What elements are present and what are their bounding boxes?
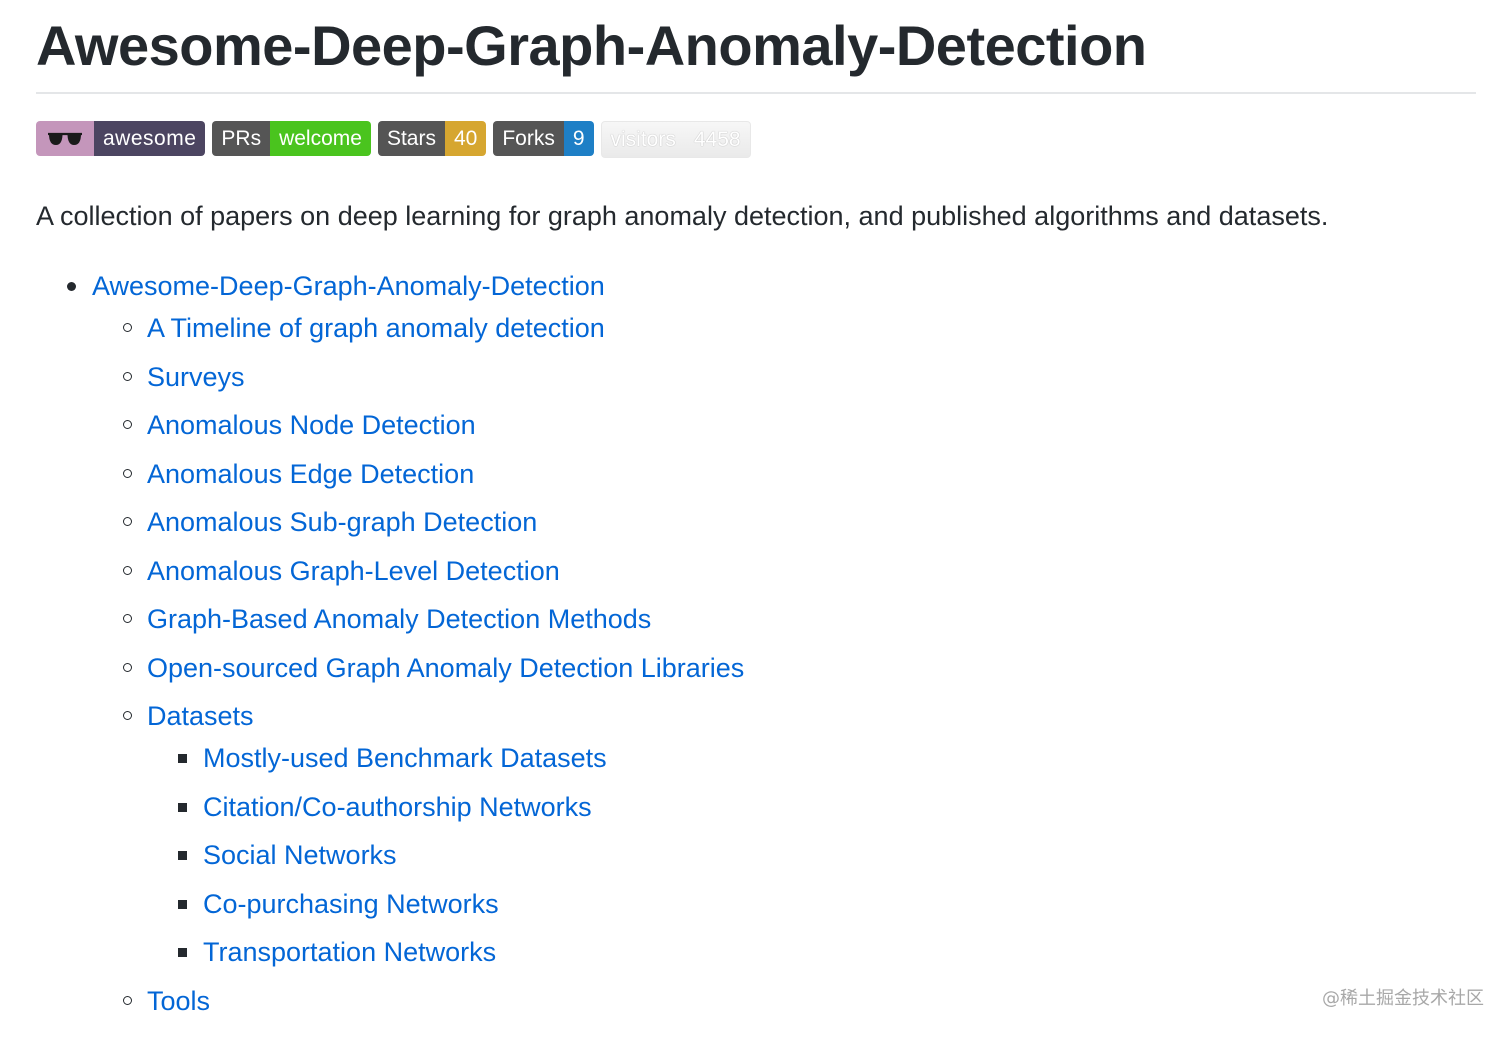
toc-link-graph-level-detection[interactable]: Anomalous Graph-Level Detection xyxy=(147,555,560,586)
page-title: Awesome-Deep-Graph-Anomaly-Detection xyxy=(36,14,1147,77)
toc-link-transportation-networks[interactable]: Transportation Networks xyxy=(203,937,497,967)
list-item: Mostly-used Benchmark Datasets xyxy=(147,737,1476,779)
toc-link-tools[interactable]: Tools xyxy=(147,985,211,1016)
toc-root-item: Awesome-Deep-Graph-Anomaly-Detection A T… xyxy=(36,265,1476,1022)
toc-link-copurchasing-networks[interactable]: Co-purchasing Networks xyxy=(203,888,499,919)
toc-link-edge-detection[interactable]: Anomalous Edge Detection xyxy=(147,458,475,489)
list-item: Open-sourced Graph Anomaly Detection Lib… xyxy=(92,647,1476,689)
toc-link-methods[interactable]: Graph-Based Anomaly Detection Methods xyxy=(147,604,652,634)
list-item: Co-purchasing Networks xyxy=(147,883,1476,925)
toc-link-datasets[interactable]: Datasets xyxy=(147,701,254,731)
toc-link-benchmark-datasets[interactable]: Mostly-used Benchmark Datasets xyxy=(203,743,607,773)
toc-link-subgraph-detection[interactable]: Anomalous Sub-graph Detection xyxy=(147,507,538,537)
visitors-badge-label: visitors xyxy=(610,128,676,151)
toc-link-node-detection[interactable]: Anomalous Node Detection xyxy=(147,410,476,440)
prs-badge-label: PRs xyxy=(212,121,271,156)
forks-badge-label: Forks xyxy=(493,121,564,156)
list-item: Anomalous Graph-Level Detection xyxy=(92,550,1476,592)
toc-link-citation-networks[interactable]: Citation/Co-authorship Networks xyxy=(203,791,592,822)
awesome-badge-label: awesome xyxy=(94,121,206,156)
forks-badge-value: 9 xyxy=(563,121,594,156)
list-item: Anomalous Node Detection xyxy=(92,404,1476,446)
repo-description: A collection of papers on deep learning … xyxy=(36,201,1329,231)
visitors-badge[interactable]: visitors 4458 xyxy=(600,121,751,158)
list-item: Anomalous Edge Detection xyxy=(92,453,1476,495)
list-item: Citation/Co-authorship Networks xyxy=(147,786,1476,828)
toc-link-libraries[interactable]: Open-sourced Graph Anomaly Detection Lib… xyxy=(147,652,745,683)
visitors-badge-value: 4458 xyxy=(693,128,741,151)
prs-badge-value: welcome xyxy=(270,121,371,156)
readme-content: Awesome-Deep-Graph-Anomaly-Detection awe… xyxy=(36,0,1476,1022)
toc-datasets-subsections: Mostly-used Benchmark Datasets Citation/… xyxy=(147,737,1476,973)
list-item: Datasets Mostly-used Benchmark Datasets … xyxy=(92,695,1476,973)
stars-badge[interactable]: Stars 40 xyxy=(377,121,487,156)
title-divider xyxy=(36,92,1476,94)
prs-welcome-badge[interactable]: PRs welcome xyxy=(212,121,371,156)
table-of-contents: Awesome-Deep-Graph-Anomaly-Detection A T… xyxy=(36,265,1476,1022)
badge-row: awesome PRs welcome Stars 40 Forks 9 vis… xyxy=(36,121,1476,158)
list-item: Social Networks xyxy=(147,834,1476,876)
awesome-badge[interactable]: awesome xyxy=(36,121,206,156)
forks-badge[interactable]: Forks 9 xyxy=(493,121,594,156)
list-item: Tools xyxy=(92,980,1476,1022)
toc-link-root[interactable]: Awesome-Deep-Graph-Anomaly-Detection xyxy=(92,271,605,301)
list-item: Graph-Based Anomaly Detection Methods xyxy=(92,598,1476,640)
stars-badge-label: Stars xyxy=(377,121,445,156)
list-item: Anomalous Sub-graph Detection xyxy=(92,501,1476,543)
list-item: Surveys xyxy=(92,356,1476,398)
toc-sections: A Timeline of graph anomaly detection Su… xyxy=(92,307,1476,1022)
watermark: @稀土掘金技术社区 xyxy=(1322,988,1484,1009)
toc-link-surveys[interactable]: Surveys xyxy=(147,361,245,392)
list-item: A Timeline of graph anomaly detection xyxy=(92,307,1476,349)
sunglasses-icon xyxy=(36,121,94,156)
list-item: Transportation Networks xyxy=(147,931,1476,973)
toc-link-social-networks[interactable]: Social Networks xyxy=(203,840,397,870)
stars-badge-value: 40 xyxy=(444,121,487,156)
toc-link-timeline[interactable]: A Timeline of graph anomaly detection xyxy=(147,313,605,343)
